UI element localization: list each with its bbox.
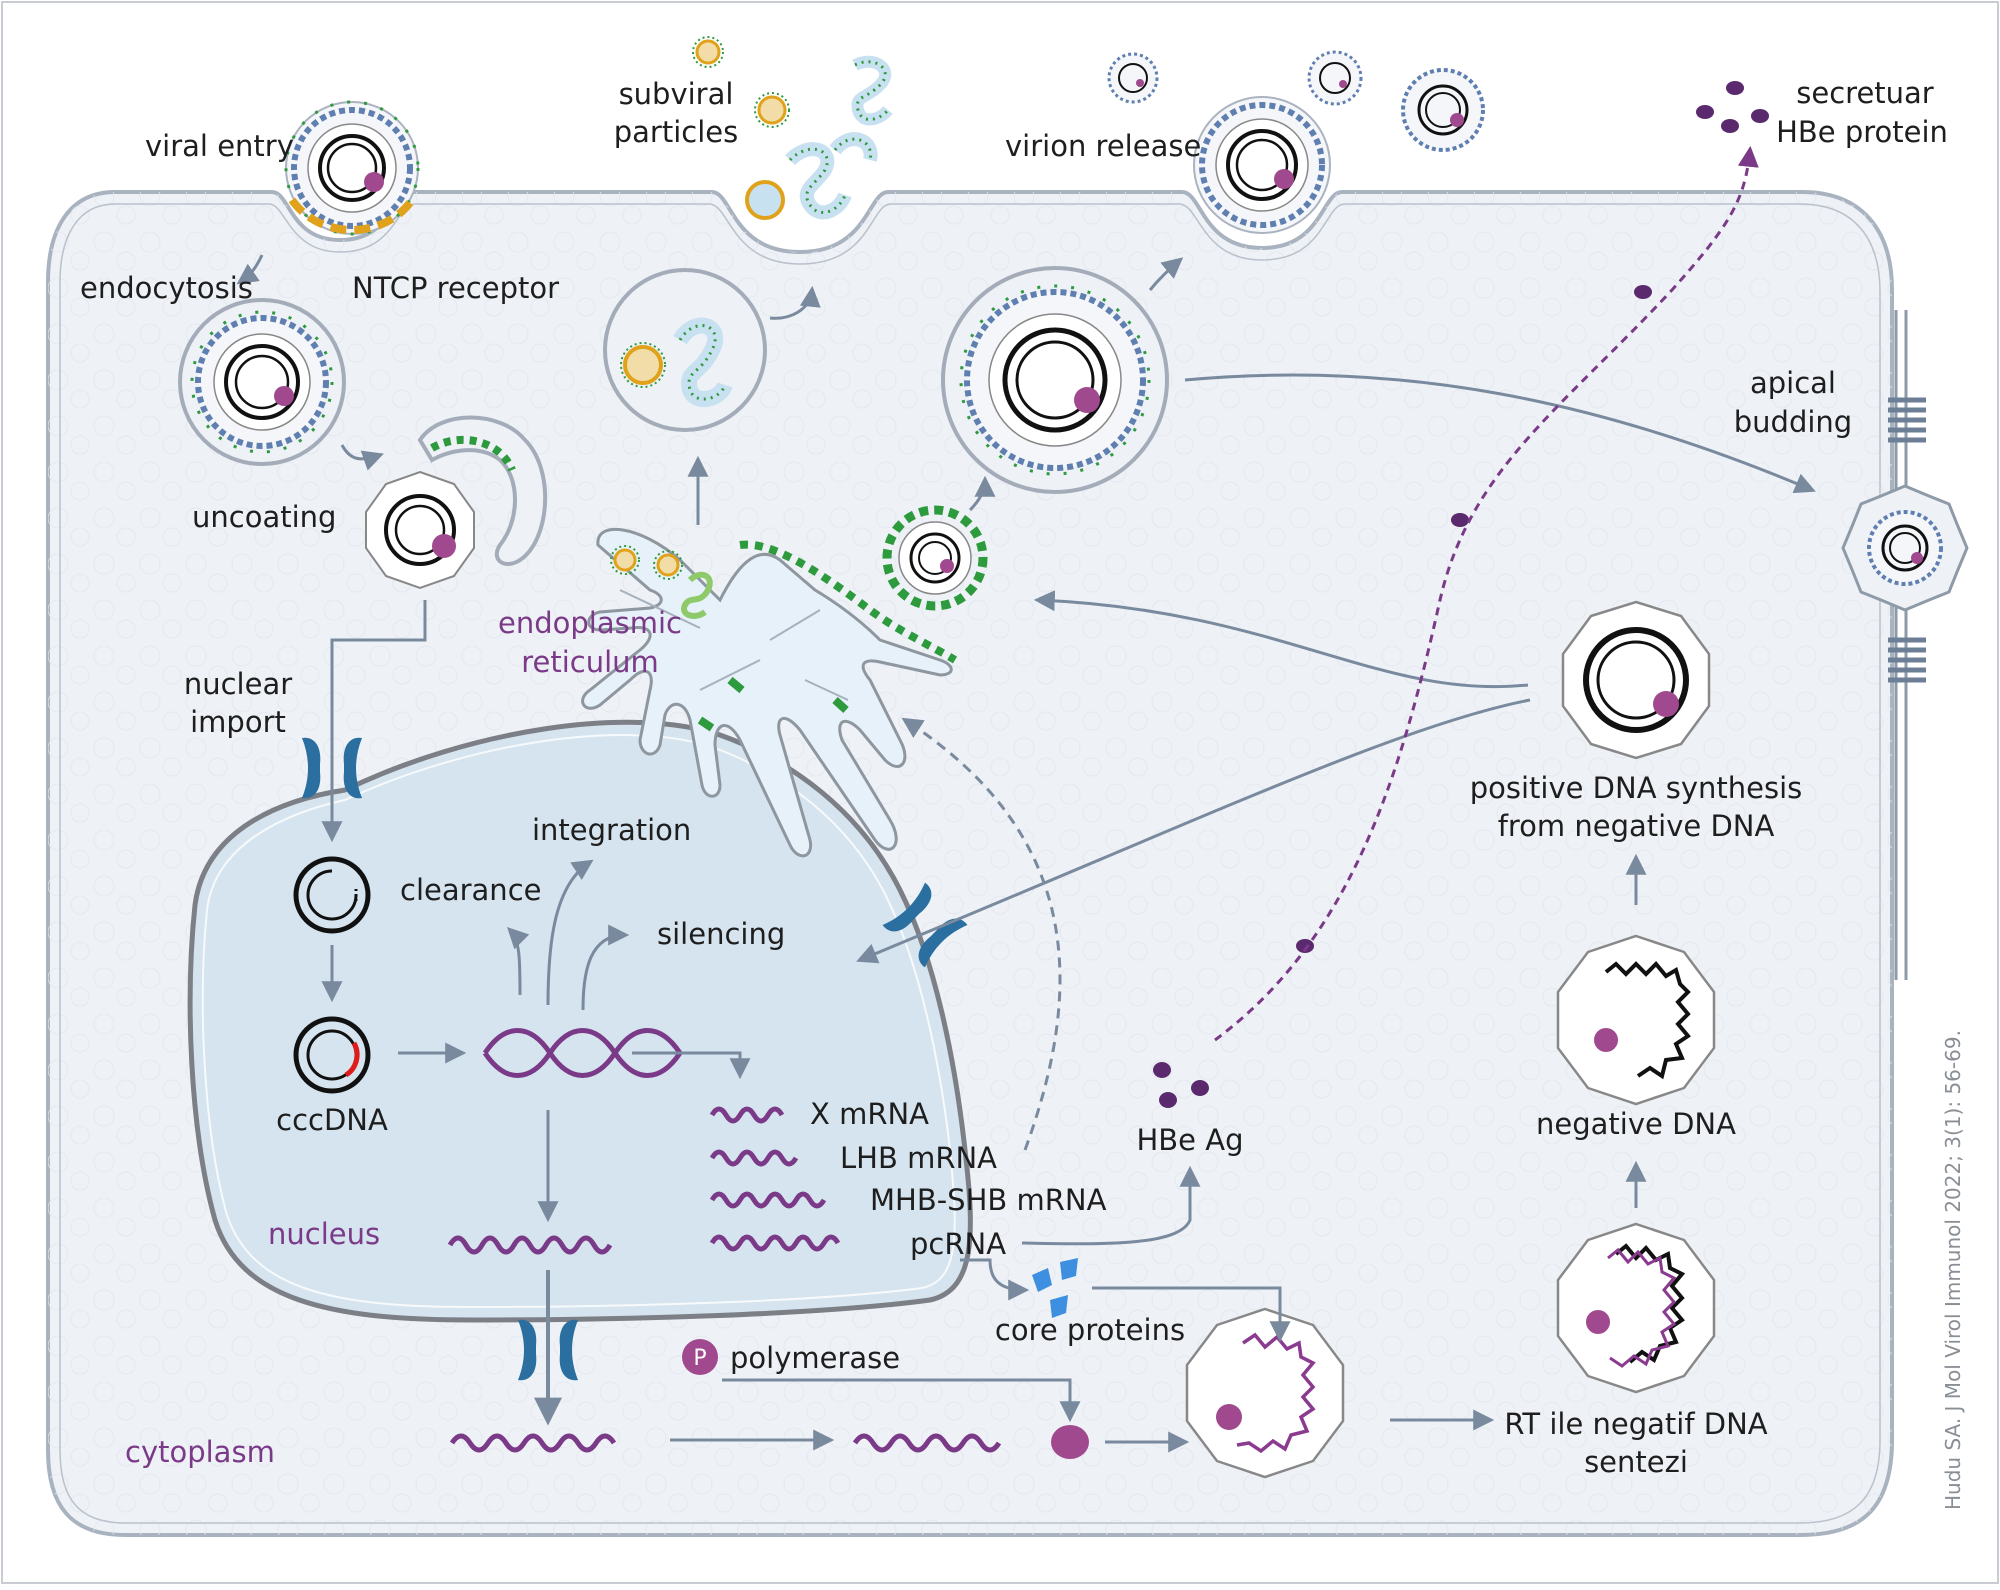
label-rt-1: RT ile negatif DNA (1504, 1407, 1767, 1441)
label-positive-dna-1: positive DNA synthesis (1470, 771, 1803, 805)
pgrna-cytoplasm-wiggle (449, 1433, 617, 1453)
pgrna-polymerase-wiggle (852, 1433, 1002, 1453)
label-nucleus: nucleus (268, 1217, 380, 1251)
label-er-2: reticulum (521, 645, 659, 679)
capsid-pgrna (1185, 1307, 1345, 1479)
label-core-proteins: core proteins (995, 1313, 1185, 1347)
nuclear-pore-top (302, 737, 362, 799)
label-subviral-particles-1: subviral (619, 77, 734, 111)
label-apical-2: budding (1734, 405, 1852, 439)
label-subviral-particles-2: particles (614, 115, 738, 149)
label-cccdna: cccDNA (276, 1103, 388, 1137)
nucleus (187, 719, 973, 1323)
secreted-hbe-dots (1296, 81, 1769, 953)
label-endocytosis: endocytosis (80, 271, 253, 305)
label-positive-dna-2: from negative DNA (1498, 809, 1775, 843)
label-nuclear-import-2: import (190, 705, 286, 739)
envelope-remnant (417, 415, 548, 566)
x-mrna-wiggle (709, 1106, 785, 1124)
label-viral-entry: viral entry (145, 129, 294, 163)
endosome-virion (178, 298, 346, 466)
label-cytoplasm: cytoplasm (125, 1435, 275, 1469)
label-integration: integration (532, 813, 691, 847)
uncoated-capsid (365, 470, 475, 590)
label-polymerase: polymerase (730, 1341, 900, 1375)
label-mhb-shb-mrna: MHB-SHB mRNA (870, 1183, 1107, 1217)
ntcp-receptor (288, 197, 416, 234)
virion-vesicle (941, 266, 1169, 494)
polymerase-badge-letter: P (693, 1346, 706, 1371)
label-secretuar-2: HBe protein (1776, 115, 1948, 149)
polymerase-badge: P (682, 1339, 718, 1375)
citation: Hudu SA. J Mol Virol Immunol 2022; 3(1):… (1941, 1030, 1965, 1510)
integrated-dna-helix (482, 1028, 683, 1078)
hbe-ag-dots (1153, 1062, 1209, 1108)
arrows (236, 254, 1816, 1453)
capsid-positive-dna (1561, 600, 1711, 760)
label-x-mrna: X mRNA (810, 1097, 929, 1131)
subviral-particles-outside (692, 36, 893, 220)
rc-dna (293, 856, 371, 934)
mhb-shb-mrna-wiggle (709, 1191, 827, 1209)
released-virions (1107, 50, 1485, 234)
label-nuclear-import-1: nuclear (184, 667, 292, 701)
bound-polymerase (1051, 1425, 1089, 1459)
apical-budding-virion (1841, 484, 1969, 612)
cell-junction (1841, 310, 1969, 980)
label-uncoating: uncoating (192, 500, 336, 534)
hbe-secretion-path (1214, 145, 1759, 1042)
label-virion-release: virion release (1005, 129, 1201, 163)
nuclear-pore-right (882, 882, 968, 968)
label-apical-1: apical (1750, 366, 1836, 400)
label-pcrna: pcRNA (910, 1227, 1006, 1261)
label-ntcp-receptor: NTCP receptor (352, 271, 559, 305)
label-er-1: endoplasmic (498, 606, 682, 640)
labels: viral entry subviral particles virion re… (80, 76, 1965, 1510)
label-negative-dna: negative DNA (1536, 1107, 1736, 1141)
label-clearance: clearance (400, 873, 541, 907)
mrna-wiggles (447, 1106, 1002, 1453)
viral-entry-virion (284, 100, 420, 236)
capsid-negative-dna (1556, 934, 1716, 1106)
label-silencing: silencing (657, 917, 785, 951)
budding-virion (882, 505, 988, 611)
label-hbe-ag: HBe Ag (1136, 1123, 1243, 1157)
label-secretuar-1: secretuar (1796, 76, 1934, 110)
lhb-mrna-wiggle (709, 1149, 799, 1167)
nuclear-pore-bottom (518, 1319, 578, 1381)
label-rt-2: sentezi (1584, 1445, 1688, 1479)
pcrna-wiggle (709, 1234, 841, 1252)
capsid-rt (1556, 1222, 1716, 1394)
endoplasmic-reticulum (581, 527, 958, 858)
cccdna (293, 1016, 371, 1094)
subviral-vesicle (603, 268, 767, 432)
core-protein-shapes (1032, 1258, 1078, 1318)
label-lhb-mrna: LHB mRNA (840, 1141, 997, 1175)
pgrna-nucleus-wiggle (447, 1235, 613, 1255)
